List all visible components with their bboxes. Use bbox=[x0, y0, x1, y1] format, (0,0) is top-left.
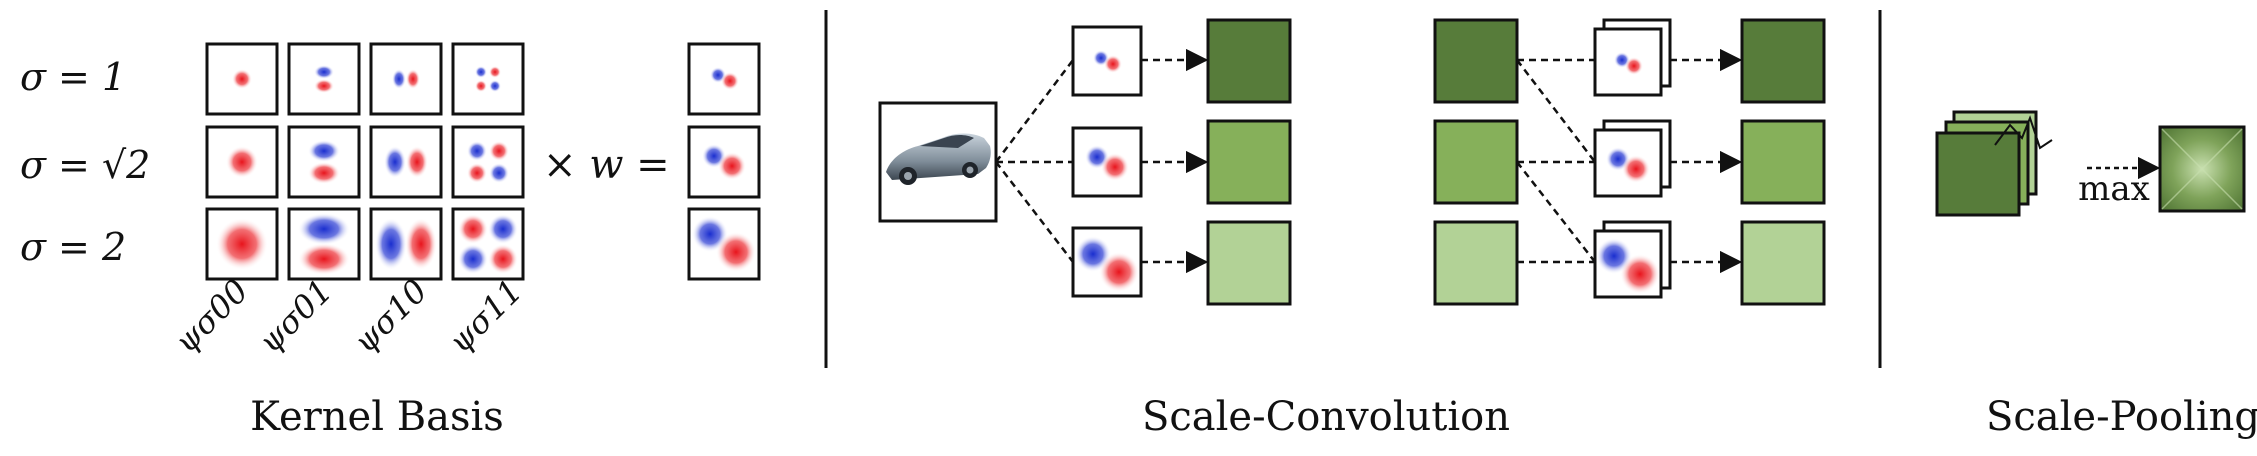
sports-car-icon bbox=[886, 133, 991, 185]
layer1-arrows bbox=[1141, 48, 1209, 274]
pooling-stack bbox=[1935, 110, 2038, 217]
feature-map-3-mid bbox=[1740, 119, 1826, 205]
feature-map-1-light bbox=[1206, 220, 1292, 306]
basis-label-10: ψσ10 bbox=[346, 272, 435, 361]
kernel-contents-row2 bbox=[226, 140, 509, 184]
kernel-s1-00 bbox=[205, 42, 279, 116]
kernel-basis-section: σ = 1 σ = √2 σ = 2 bbox=[20, 42, 761, 440]
feature-map-1-mid bbox=[1206, 119, 1292, 205]
layer1-feature-maps bbox=[1206, 18, 1292, 306]
feature-map-3-light bbox=[1740, 220, 1826, 306]
sigma-label-sqrt2: σ = √2 bbox=[20, 143, 150, 187]
feature-map-3-dark bbox=[1740, 18, 1826, 104]
feature-map-2-light bbox=[1433, 220, 1519, 306]
scale-convolution-section: Scale-Convolution bbox=[878, 18, 1826, 440]
sigma-label-2: σ = 2 bbox=[20, 225, 126, 269]
layer2-kernels bbox=[1593, 18, 1672, 299]
scale-pooling-section: max Scale-Pooling bbox=[1935, 110, 2257, 440]
layer1-kernel-contents bbox=[1075, 50, 1139, 292]
kernel-contents-row1 bbox=[232, 65, 501, 93]
combined-kernel-contents bbox=[692, 67, 756, 272]
sigma-label-1: σ = 1 bbox=[20, 55, 126, 99]
times-w-equals: × w = bbox=[543, 142, 670, 188]
feature-map-2-dark bbox=[1433, 18, 1519, 104]
kernel-s2-11 bbox=[451, 125, 525, 199]
layer2-connections bbox=[1516, 58, 1596, 264]
max-label: max bbox=[2078, 169, 2150, 209]
feature-map-1-dark bbox=[1206, 18, 1292, 104]
pooling-stack-front bbox=[1935, 131, 2021, 217]
kernel-basis-title: Kernel Basis bbox=[250, 394, 504, 440]
basis-label-11: ψσ11 bbox=[441, 272, 530, 361]
kernel-s1-11 bbox=[451, 42, 525, 116]
basis-label-00: ψσ00 bbox=[167, 272, 256, 361]
basis-label-01: ψσ01 bbox=[251, 272, 340, 361]
feature-map-2-mid bbox=[1433, 119, 1519, 205]
scale-pooling-title: Scale-Pooling bbox=[1986, 394, 2257, 440]
layer2-input-maps bbox=[1433, 18, 1519, 306]
car-to-kernel-lines bbox=[995, 59, 1074, 263]
layer2-kernel-contents bbox=[1596, 52, 1660, 294]
pooling-zigzag-icon bbox=[1994, 115, 2053, 150]
layer2-output-maps bbox=[1740, 18, 1826, 306]
input-image bbox=[878, 101, 998, 223]
kernel-contents-row3 bbox=[216, 213, 518, 275]
layer2-arrows bbox=[1670, 48, 1743, 274]
pooled-feature-map-pyramid bbox=[2161, 128, 2243, 210]
scale-convolution-title: Scale-Convolution bbox=[1142, 394, 1510, 440]
